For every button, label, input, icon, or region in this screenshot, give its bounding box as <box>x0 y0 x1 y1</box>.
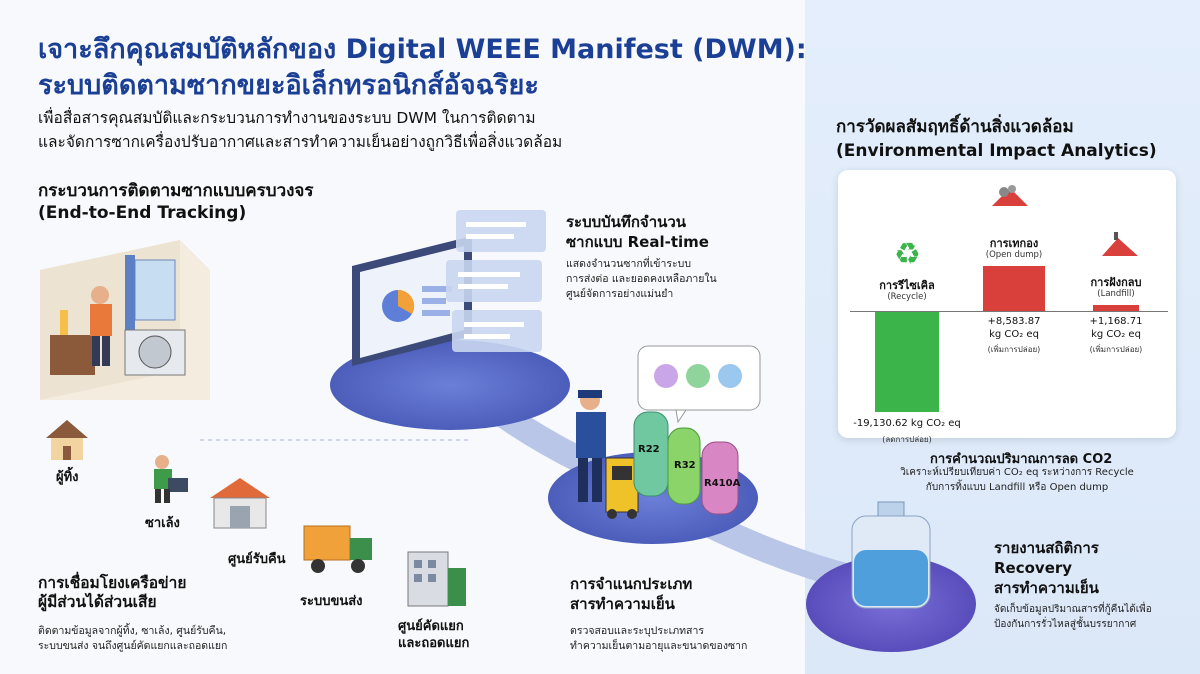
recovery-heading-line-2: Recovery <box>994 559 1073 577</box>
sorting-center-icon <box>404 542 468 612</box>
actor-collector-label: ซาเล้ง <box>145 516 180 531</box>
bar-sublabel-recycle: (Recycle) <box>887 292 927 302</box>
chart-zero-axis <box>850 311 1168 312</box>
recovery-heading: รายงานสถิติการ Recovery สารทำความเย็น <box>994 538 1099 598</box>
realtime-heading: ระบบบันทึกจำนวน ซากแบบ Real-time <box>566 212 709 252</box>
classify-heading-line-1: การจำแนกประเภท <box>570 575 693 593</box>
classify-description: ตรวจสอบและระบุประเภทสาร ทำความเย็นตามอาย… <box>570 624 747 654</box>
refrigerant-bottle-icon <box>846 500 936 614</box>
recovery-heading-line-1: รายงานสถิติการ <box>994 539 1099 557</box>
realtime-heading-line-2: ซากแบบ Real-time <box>566 233 709 251</box>
bar-label-landfill: การฝังกลบ <box>1090 275 1142 289</box>
tank-r410a-label: R410A <box>704 478 741 489</box>
bar-recycle <box>875 312 939 412</box>
network-description: ติดตามข้อมูลจากผู้ทิ้ง, ซาเล้ง, ศูนย์รับ… <box>38 624 227 654</box>
co2-heading: การคำนวณปริมาณการลด CO2 <box>930 452 1113 467</box>
subtitle-line-2: และจัดการซากเครื่องปรับอากาศและสารทำความ… <box>38 133 563 151</box>
actor-sorting-line-1: ศูนย์คัดแยก <box>398 619 464 634</box>
actor-return-center-label: ศูนย์รับคืน <box>228 552 286 567</box>
truck-icon <box>302 520 376 584</box>
classify-text-line-2: ทำความเย็นตามอายุและขนาดของซาก <box>570 640 748 652</box>
classify-heading: การจำแนกประเภท สารทำความเย็น <box>570 574 692 614</box>
actor-discarder-label: ผู้ทิ้ง <box>56 470 79 485</box>
realtime-heading-line-1: ระบบบันทึกจำนวน <box>566 213 687 231</box>
tracking-heading: กระบวนการติดตามซากแบบครบวงจร (End-to-End… <box>38 180 314 224</box>
page-title: เจาะลึกคุณสมบัติหลักของ Digital WEEE Man… <box>38 32 898 104</box>
actor-sorting-line-2: และถอดแยก <box>398 636 470 651</box>
bar-label-recycle: การรีไซเคิล <box>879 279 935 292</box>
network-text-line-2: ระบบขนส่ง จนถึงศูนย์คัดแยกและถอดแยก <box>38 640 228 652</box>
value-note-open-dump: (เพิ่มการปล่อย) <box>987 345 1041 354</box>
recycle-icon: ♻ <box>894 237 921 272</box>
recovery-description: จัดเก็บข้อมูลปริมาณสารที่กู้คืนได้เพื่อ … <box>994 602 1152 632</box>
realtime-text-line-3: ศูนย์จัดการอย่างแม่นยำ <box>566 288 674 300</box>
open-dump-icon <box>990 184 1030 212</box>
realtime-text-line-1: แสดงจำนวนซากที่เข้าระบบ <box>566 258 691 270</box>
speech-bubble-icon <box>636 344 762 428</box>
recovery-machine-icon <box>604 456 640 524</box>
tank-r32-label: R32 <box>674 460 696 471</box>
value-note-recycle: (ลดการปล่อย) <box>882 435 932 444</box>
page-subtitle: เพื่อสื่อสารคุณสมบัติและกระบวนการทำงานขอ… <box>38 106 698 154</box>
collector-person-icon <box>146 454 190 508</box>
landfill-icon <box>1100 232 1140 262</box>
co2-text-line-1: วิเคราะห์เปรียบเทียบค่า CO₂ eq ระหว่างกา… <box>900 467 1134 478</box>
subtitle-line-1: เพื่อสื่อสารคุณสมบัติและกระบวนการทำงานขอ… <box>38 109 536 127</box>
data-panels-graphic <box>446 210 556 360</box>
tank-r22-label: R22 <box>638 444 660 455</box>
value-note-landfill: (เพิ่มการปล่อย) <box>1089 345 1143 354</box>
bar-landfill <box>1093 304 1139 311</box>
refrigerant-tanks: R22 R32 R410A <box>632 398 744 518</box>
impact-heading-th: การวัดผลสัมฤทธิ์ด้านสิ่งแวดล้อม <box>836 117 1074 137</box>
recovery-text-line-1: จัดเก็บข้อมูลปริมาณสารที่กู้คืนได้เพื่อ <box>994 604 1152 615</box>
network-heading-line-1: การเชื่อมโยงเครือข่าย <box>38 574 187 592</box>
impact-heading: การวัดผลสัมฤทธิ์ด้านสิ่งแวดล้อม (Environ… <box>836 115 1157 163</box>
tracking-heading-th: กระบวนการติดตามซากแบบครบวงจร <box>38 181 314 201</box>
actor-sorting-label: ศูนย์คัดแยก และถอดแยก <box>398 618 469 652</box>
dashboard-monitor <box>352 236 492 376</box>
recovery-text-line-2: ป้องกันการรั่วไหลสู่ชั้นบรรยากาศ <box>994 619 1137 630</box>
title-line-2: ระบบติดตามซากขยะอิเล็กทรอนิกส์อัจฉริยะ <box>38 70 539 101</box>
bar-sublabel-open-dump: (Open dump) <box>985 250 1043 261</box>
co2-text-line-2: กับการทิ้งแบบ Landfill หรือ Open dump <box>925 482 1109 493</box>
value-label-recycle: -19,130.62 kg CO₂ eq <box>853 418 961 429</box>
title-line-1: เจาะลึกคุณสมบัติหลักของ Digital WEEE Man… <box>38 34 807 65</box>
classify-text-line-1: ตรวจสอบและระบุประเภทสาร <box>570 625 704 637</box>
bar-open-dump <box>983 266 1045 311</box>
network-heading-line-2: ผู้มีส่วนได้ส่วนเสีย <box>38 593 157 611</box>
network-text-line-1: ติดตามข้อมูลจากผู้ทิ้ง, ซาเล้ง, ศูนย์รับ… <box>38 625 227 637</box>
network-heading: การเชื่อมโยงเครือข่าย ผู้มีส่วนได้ส่วนเส… <box>38 574 186 612</box>
co2-description: วิเคราะห์เปรียบเทียบค่า CO₂ eq ระหว่างกา… <box>886 465 1148 495</box>
impact-heading-en: (Environmental Impact Analytics) <box>836 141 1157 161</box>
tracking-heading-en: (End-to-End Tracking) <box>38 203 247 223</box>
room-illustration <box>40 240 210 400</box>
house-icon <box>44 418 90 466</box>
classify-heading-line-2: สารทำความเย็น <box>570 595 675 613</box>
bar-sublabel-landfill: (Landfill) <box>1097 288 1135 299</box>
technician-icon <box>568 388 616 512</box>
bar-label-open-dump: การเทกอง <box>989 237 1039 251</box>
recovery-heading-line-3: สารทำความเย็น <box>994 579 1099 597</box>
realtime-description: แสดงจำนวนซากที่เข้าระบบ การส่งต่อ และยอด… <box>566 257 717 302</box>
return-center-icon <box>208 476 272 534</box>
realtime-text-line-2: การส่งต่อ และยอดคงเหลือภายใน <box>566 273 717 285</box>
actor-transport-label: ระบบขนส่ง <box>300 594 363 609</box>
